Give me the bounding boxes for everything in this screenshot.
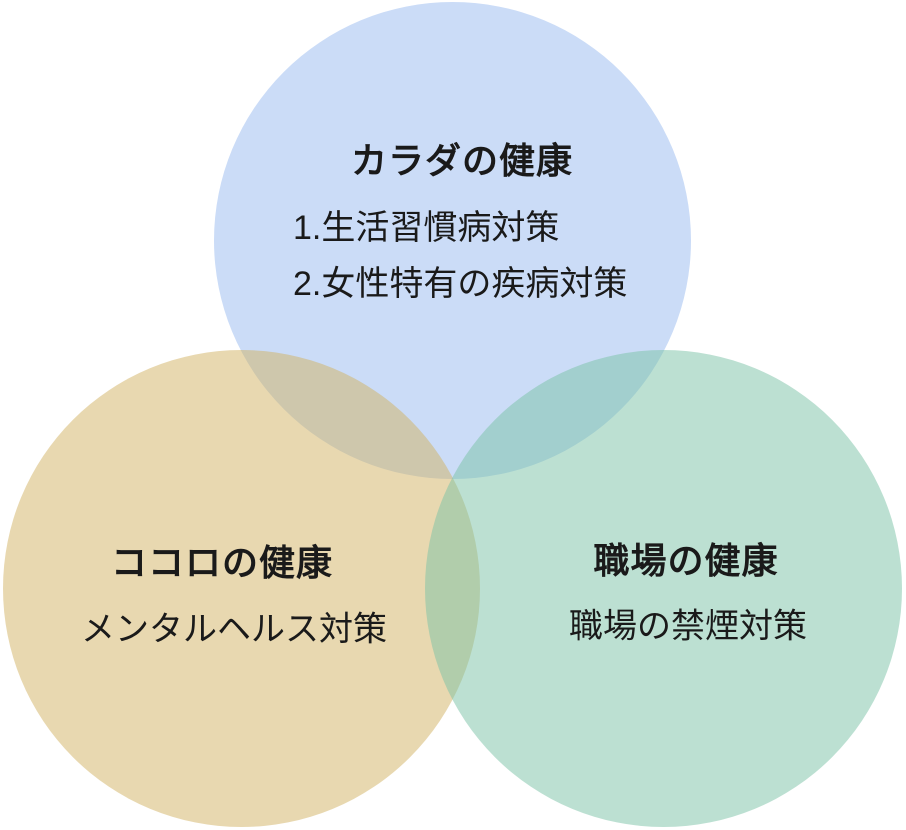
karada-item-2: 2.女性特有の疾病対策 (293, 265, 628, 303)
circle-kokoro-health (3, 350, 480, 827)
shokuba-health-title: 職場の健康 (593, 540, 779, 581)
karada-health-title: カラダの健康 (350, 140, 574, 181)
karada-item-1: 1.生活習慣病対策 (293, 209, 560, 247)
karada-health-items: 1.生活習慣病対策 2.女性特有の疾病対策 (293, 200, 627, 312)
circle-shokuba-health (425, 350, 902, 827)
kokoro-health-item: メンタルヘルス対策 (81, 610, 387, 649)
kokoro-health-title: ココロの健康 (110, 542, 334, 583)
shokuba-health-item: 職場の禁煙対策 (569, 607, 807, 646)
